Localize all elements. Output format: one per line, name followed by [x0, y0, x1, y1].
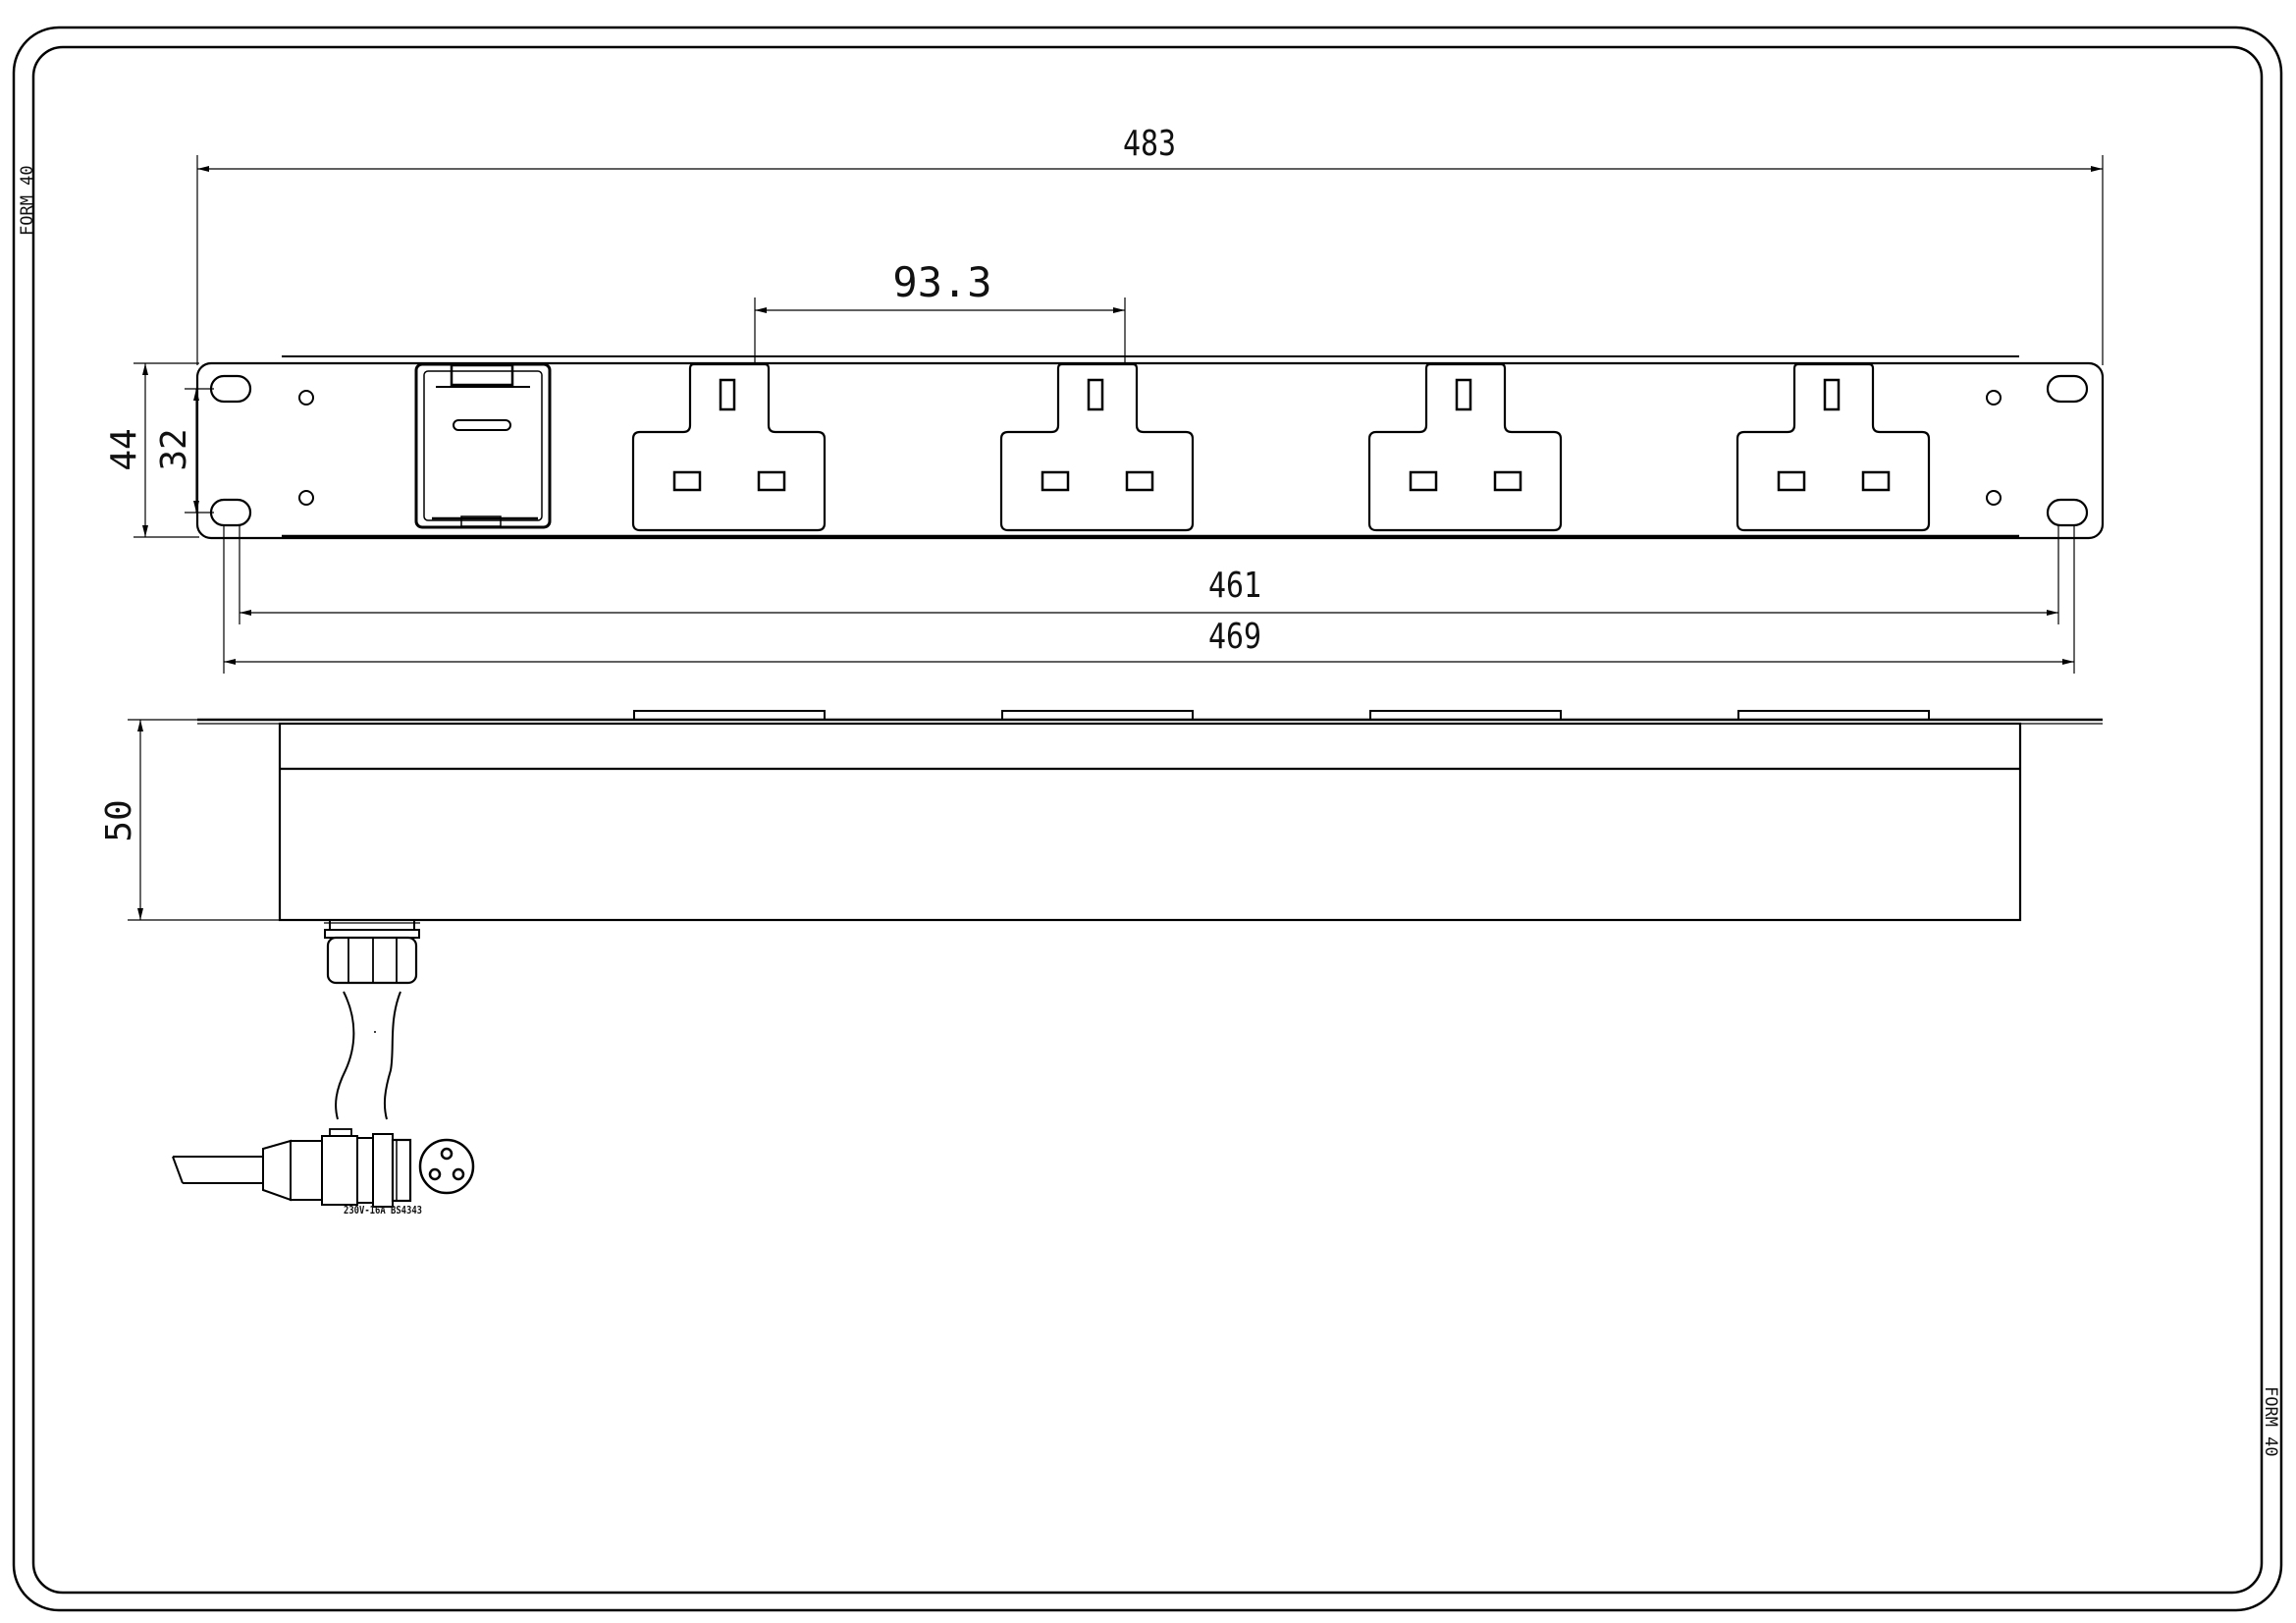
dimension-label-469: 469 — [1208, 617, 1261, 657]
socket-protrusion — [633, 710, 826, 721]
mounting-slot-top-right — [2046, 374, 2089, 404]
front-view — [195, 355, 2105, 540]
socket-3 — [1367, 362, 1563, 532]
dimension-label-93-3: 93.3 — [892, 258, 991, 306]
dimension-label-483: 483 — [1123, 124, 1176, 164]
dimension-body-width — [239, 525, 2059, 624]
dimension-label-44: 44 — [104, 428, 144, 470]
socket-2 — [999, 362, 1195, 532]
dimension-depth — [128, 719, 282, 921]
dimension-label-461: 461 — [1208, 566, 1261, 606]
mounting-slot-bottom-right — [2046, 498, 2089, 527]
dimension-panel-height — [133, 362, 199, 538]
plug-face — [418, 1138, 475, 1195]
form-label-bottom: FORM 40 — [2261, 1386, 2280, 1457]
screw-hole — [298, 490, 314, 506]
industrial-plug — [172, 1128, 412, 1208]
form-label-top: FORM 40 — [18, 165, 37, 236]
socket-4 — [1735, 362, 1931, 532]
dimension-label-32: 32 — [154, 428, 194, 470]
cable-gland — [324, 919, 420, 985]
dimension-overall-width — [196, 155, 2104, 365]
sheet-border — [12, 26, 2283, 1612]
plug-rating-label: 230V-16A BS4343 — [344, 1204, 422, 1217]
power-switch — [414, 362, 552, 529]
dimension-mounting-height — [185, 388, 214, 514]
mounting-slot-top-left — [209, 374, 252, 404]
screw-hole — [1986, 390, 2002, 406]
socket-protrusion — [1001, 710, 1194, 721]
power-cable — [335, 991, 401, 1120]
screw-hole — [1986, 490, 2002, 506]
dimension-mounting-width — [223, 525, 2075, 674]
socket-protrusion — [1737, 710, 1930, 721]
screw-hole — [298, 390, 314, 406]
dimension-socket-pitch — [754, 298, 1126, 365]
socket-protrusion — [1369, 710, 1562, 721]
mounting-slot-bottom-left — [209, 498, 252, 527]
socket-1 — [631, 362, 827, 532]
side-view — [197, 710, 2103, 922]
dimension-label-50: 50 — [99, 799, 139, 841]
